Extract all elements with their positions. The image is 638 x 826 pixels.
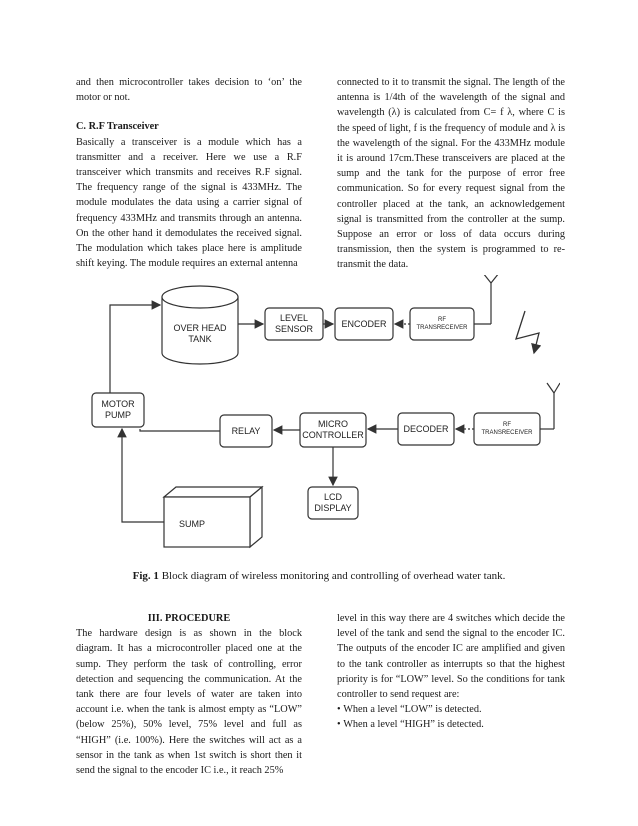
rf-bottom-label-2: TRANSRECEIVER <box>481 430 533 436</box>
block-diagram: OVER HEAD TANK LEVEL SENSOR ENCODER RF T… <box>91 275 560 549</box>
decoder-block: DECODER <box>397 412 455 446</box>
relay-label: RELAY <box>232 426 261 436</box>
lcd-label-1: LCD <box>324 492 343 502</box>
figure-caption-label: Fig. 1 <box>132 570 159 582</box>
figure-caption-text: Block diagram of wireless monitoring and… <box>158 570 506 582</box>
lcd-display-block: LCD DISPLAY <box>307 486 359 520</box>
rf-top-label-2: TRANSRECEIVER <box>416 325 468 331</box>
overhead-tank-label-2: TANK <box>188 334 211 344</box>
encoder-label: ENCODER <box>341 319 387 329</box>
sump-label: SUMP <box>179 519 205 529</box>
bullet-low-level: When a level “LOW” is detected. <box>337 702 565 717</box>
relay-block: RELAY <box>219 414 273 448</box>
antenna-bottom-icon <box>540 382 560 430</box>
rf-transceiver-top-block: RF TRANSRECEIVER <box>409 307 475 341</box>
overhead-tank-label-1: OVER HEAD <box>173 323 227 333</box>
micro-label-1: MICRO <box>318 419 348 429</box>
paragraph-conditions: level in this way there are 4 switches w… <box>337 613 565 701</box>
microcontroller-block: MICRO CONTROLLER <box>299 412 367 448</box>
rf-transceiver-bottom-block: RF TRANSRECEIVER <box>473 412 541 446</box>
paragraph-antenna: connected to it to transmit the signal. … <box>337 77 565 271</box>
column-top-right: connected to it to transmit the signal. … <box>337 75 565 273</box>
motor-pump-label-2: PUMP <box>105 410 131 420</box>
section-heading-rf-transceiver: C. R.F Transceiver <box>76 121 159 133</box>
motor-pump-block: MOTOR PUMP <box>91 392 145 428</box>
paragraph-intro: and then microcontroller takes decision … <box>76 77 302 104</box>
encoder-block: ENCODER <box>334 307 394 341</box>
column-bottom-left: III. PROCEDURE The hardware design is as… <box>76 611 302 778</box>
overhead-tank-block: OVER HEAD TANK <box>161 285 239 365</box>
level-sensor-label-2: SENSOR <box>275 324 314 334</box>
rf-bottom-label-1: RF <box>503 422 511 428</box>
level-sensor-label-1: LEVEL <box>280 313 308 323</box>
column-top-left: and then microcontroller takes decision … <box>76 75 302 271</box>
bullet-high-level: When a level “HIGH” is detected. <box>337 717 565 732</box>
diagram-connectors <box>109 300 474 523</box>
column-bottom-right: level in this way there are 4 switches w… <box>337 611 565 733</box>
paragraph-procedure: The hardware design is as shown in the b… <box>76 628 302 777</box>
paragraph-rf-transceiver: Basically a transceiver is a module whic… <box>76 136 302 270</box>
level-sensor-block: LEVEL SENSOR <box>264 307 324 341</box>
decoder-label: DECODER <box>403 424 449 434</box>
figure-caption: Fig. 1 Block diagram of wireless monitor… <box>0 570 638 582</box>
lcd-label-2: DISPLAY <box>314 503 351 513</box>
wireless-signal-icon <box>515 310 542 355</box>
sump-block: SUMP <box>162 485 264 549</box>
rf-top-label-1: RF <box>438 317 446 323</box>
section-heading-procedure: III. PROCEDURE <box>147 613 231 624</box>
antenna-top-icon <box>474 275 499 325</box>
micro-label-2: CONTROLLER <box>302 430 364 440</box>
motor-pump-label-1: MOTOR <box>101 399 135 409</box>
